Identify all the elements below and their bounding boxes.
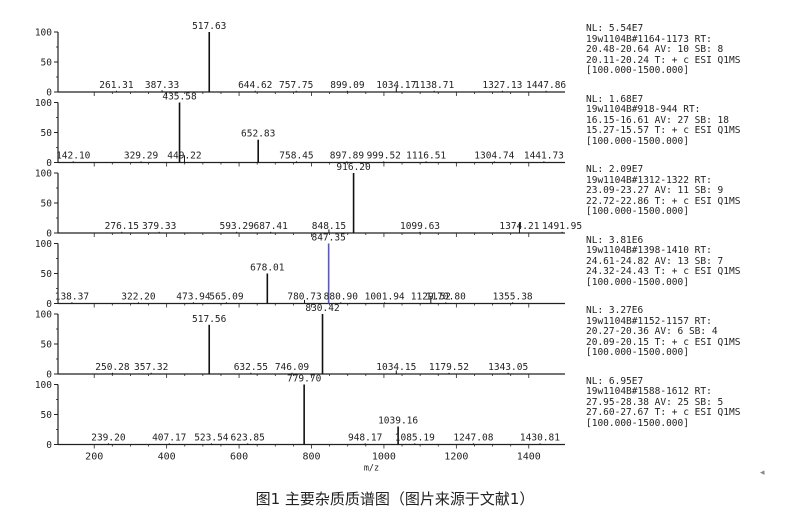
peak-label: 999.52 [367, 151, 401, 162]
peak-label: 899.09 [330, 80, 365, 91]
peak-label: 1491.95 [542, 221, 582, 232]
peak-label: 239.20 [91, 433, 126, 444]
peak-label: 142.10 [56, 151, 91, 162]
peak-label: 1247.08 [453, 433, 493, 444]
peak-label: 250.28 [95, 362, 130, 373]
y-tick-label: 50 [41, 199, 53, 210]
peak-label: 1129.52 [411, 292, 451, 303]
peak-label: 644.62 [238, 80, 272, 91]
y-tick-label: 0 [46, 440, 52, 451]
y-tick-label: 100 [35, 239, 52, 250]
peak-label: 779.70 [287, 374, 322, 385]
x-tick-label: 200 [85, 452, 103, 463]
peak-label: 322.20 [121, 292, 156, 303]
y-tick-label: 0 [46, 370, 52, 381]
spectrum-info: NL: 3.81E6 19w1104B#1398-1410 RT: 24.61-… [586, 234, 741, 288]
figure-caption: 图1 主要杂质质谱图（图片来源于文献1） [255, 490, 535, 508]
x-tick-label: 1200 [444, 452, 468, 463]
peak-label: 138.37 [55, 292, 89, 303]
y-tick-label: 50 [41, 340, 53, 351]
y-tick-label: 100 [35, 169, 52, 180]
y-tick-label: 100 [35, 28, 52, 39]
peak-label: 329.29 [124, 151, 159, 162]
peak-label: 517.56 [192, 314, 227, 325]
peak-label: 632.55 [234, 362, 268, 373]
y-tick-label: 50 [41, 58, 53, 69]
peak-label: 261.31 [99, 80, 134, 91]
peak-label: 1430.81 [520, 433, 560, 444]
x-axis-label: m/z [364, 464, 379, 474]
spectrum-info: NL: 3.27E6 19w1104B#1152-1157 RT: 20.27-… [586, 305, 741, 358]
peak-label: 523.54 [194, 433, 229, 444]
peak-label: 1447.86 [526, 80, 566, 91]
peak-label: 687.41 [254, 221, 289, 232]
peak-label: 1039.16 [378, 416, 418, 427]
side-marker: ◂ [760, 467, 765, 477]
peak-label: 948.17 [348, 433, 382, 444]
peak-label: 1304.74 [474, 151, 514, 162]
spectrum-info: NL: 2.09E7 19w1104B#1312-1322 RT: 23.09-… [586, 164, 741, 217]
peak-label: 1138.71 [414, 80, 454, 91]
peak-label: 357.32 [134, 362, 168, 373]
y-tick-label: 0 [46, 158, 52, 169]
peak-label: 435.58 [162, 92, 197, 103]
peak-label: 848.15 [312, 221, 346, 232]
x-tick-label: 400 [158, 452, 176, 463]
peak-label: 916.20 [336, 162, 371, 173]
peak-label: 652.83 [241, 129, 275, 140]
peak-label: 757.75 [279, 80, 313, 91]
y-tick-label: 100 [35, 98, 52, 109]
peak-label: 880.90 [324, 292, 359, 303]
peak-label: 1001.94 [365, 292, 405, 303]
peak-label: 830.42 [305, 303, 339, 314]
y-tick-label: 50 [41, 410, 53, 421]
peak-label: 1034.15 [376, 362, 416, 373]
y-tick-label: 0 [46, 229, 52, 240]
peak-label: 1374.21 [499, 221, 539, 232]
peak-label: 1355.38 [493, 292, 533, 303]
x-tick-label: 1400 [517, 452, 541, 463]
y-tick-label: 0 [46, 88, 52, 99]
peak-label: 1327.13 [482, 80, 522, 91]
peak-label: 473.94 [176, 292, 211, 303]
x-tick-label: 600 [230, 452, 248, 463]
peak-label: 1099.63 [400, 221, 440, 232]
peak-label: 276.15 [105, 221, 139, 232]
peak-label: 407.17 [152, 433, 186, 444]
peak-label: 897.89 [330, 151, 365, 162]
peak-label: 678.01 [250, 263, 285, 274]
peak-label: 379.33 [142, 221, 176, 232]
peak-label: 1179.52 [429, 362, 469, 373]
peak-label: 847.35 [311, 233, 345, 244]
peak-label: 1343.05 [488, 362, 528, 373]
y-tick-label: 50 [41, 128, 53, 139]
peak-label: 758.45 [279, 151, 313, 162]
y-tick-label: 100 [35, 310, 52, 321]
spectrum-info: NL: 5.54E7 19w1104B#1164-1173 RT: 20.48-… [586, 23, 741, 76]
x-tick-label: 1000 [372, 452, 396, 463]
x-tick-label: 800 [302, 452, 320, 463]
peak-label: 565.09 [209, 292, 244, 303]
peak-label: 1034.17 [376, 80, 416, 91]
peak-label: 1170.80 [426, 292, 466, 303]
peak-label: 780.73 [287, 292, 321, 303]
peak-label: 746.09 [275, 362, 310, 373]
peak-label: 593.29 [219, 221, 254, 232]
peak-label: 517.63 [192, 21, 226, 32]
peak-label: 449.22 [167, 151, 201, 162]
peak-label: 387.33 [145, 80, 179, 91]
y-tick-label: 100 [35, 380, 52, 391]
peak-label: 1441.73 [524, 151, 564, 162]
peak-label: 1085.19 [395, 433, 435, 444]
y-tick-label: 0 [46, 299, 52, 310]
spectrum-info: NL: 1.68E7 19w1104B#918-944 RT: 16.15-16… [586, 93, 741, 147]
peak-label: 1116.51 [406, 151, 446, 162]
y-tick-label: 50 [41, 269, 53, 280]
spectrum-info: NL: 6.95E7 19w1104B#1588-1612 RT: 27.95-… [586, 375, 741, 429]
peak-label: 623.85 [231, 433, 265, 444]
